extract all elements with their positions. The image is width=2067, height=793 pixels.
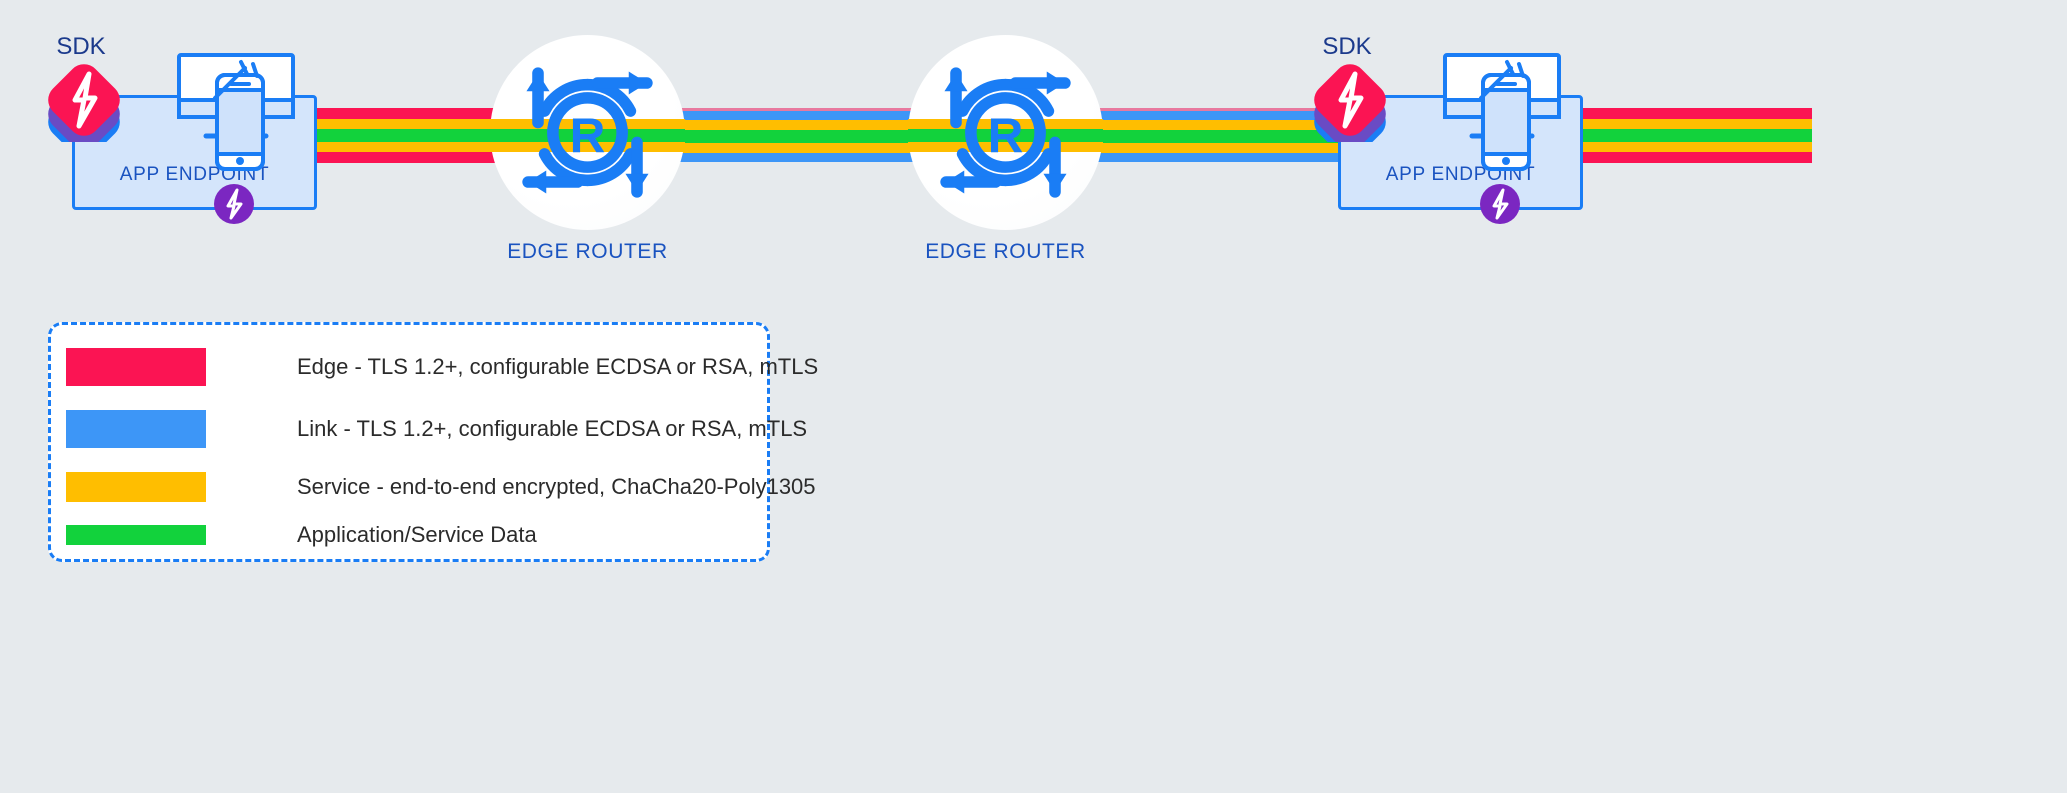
band-service-bottom [256,142,596,152]
sdk-layers-icon[interactable] [42,58,126,142]
legend-item-appdata: Application/Service Data [66,522,756,548]
band-edge-top [1400,108,1812,119]
band-service-top [256,119,596,129]
app-endpoint-left-label: APP ENDPOINT [119,164,270,185]
router-left-label: EDGE ROUTER [507,240,668,263]
legend-item-link: Link - TLS 1.2+, configurable ECDSA or R… [66,408,807,450]
edge-router-icon: R [522,67,653,198]
ziti-bolt-badge-icon[interactable] [1478,182,1522,226]
band-service-bottom [908,142,1103,152]
legend-label-service: Service - end-to-end encrypted, ChaCha20… [297,474,816,499]
app-endpoint-right-label: APP ENDPOINT [1385,164,1536,185]
legend-swatch-link [66,410,206,448]
legend-swatch-appdata [66,525,206,545]
band-service-bottom [1400,142,1812,152]
band-edge-bottom [256,152,596,163]
sdk-left-label: SDK [56,33,106,60]
legend-swatch-service [66,472,206,502]
legend-label-edge: Edge - TLS 1.2+, configurable ECDSA or R… [297,354,819,379]
mobile-phone-icon [215,73,265,171]
ziti-bolt-badge-icon[interactable] [212,182,256,226]
band-service-top [490,119,685,129]
router-right-label: EDGE ROUTER [925,240,1086,263]
legend-swatch-edge [66,348,206,386]
svg-text:R: R [988,108,1024,163]
edge-router-icon: R [940,67,1071,198]
sdk-layers-icon[interactable] [1308,58,1392,142]
sdk-right-label: SDK [1322,33,1372,60]
legend-item-edge: Edge - TLS 1.2+, configurable ECDSA or R… [66,346,818,388]
wireless-signal-icon [213,60,259,100]
legend-label-link: Link - TLS 1.2+, configurable ECDSA or R… [297,416,808,441]
mobile-phone-icon [1481,73,1531,171]
legend-item-service: Service - end-to-end encrypted, ChaCha20… [66,470,816,504]
legend-label-appdata: Application/Service Data [297,522,537,547]
band-service-bottom [490,142,685,152]
svg-text:R: R [570,108,606,163]
band-service-top [908,119,1103,129]
band-service-top [1400,119,1812,129]
band-edge-top [256,108,596,119]
wireless-signal-icon [1479,60,1525,100]
band-edge-bottom [1400,152,1812,163]
